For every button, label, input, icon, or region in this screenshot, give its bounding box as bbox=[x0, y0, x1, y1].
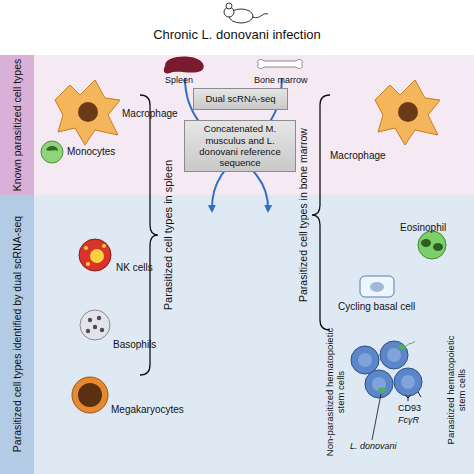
cell-label: Eosinophil bbox=[400, 222, 446, 234]
group-label: Parasitized cell types in bone marrow bbox=[295, 100, 311, 330]
cell-granule bbox=[86, 262, 90, 266]
cell-nucleus bbox=[387, 348, 401, 362]
stem-cell bbox=[394, 368, 422, 396]
parasite bbox=[378, 388, 386, 393]
cell-label: NK cells bbox=[116, 262, 153, 274]
cell-label: Cycling basal cell bbox=[338, 301, 415, 313]
cell-nucleus bbox=[370, 282, 384, 292]
process-box: Dual scRNA-seq bbox=[193, 88, 288, 110]
megakaryocyte-cell bbox=[72, 377, 108, 413]
cell-granule bbox=[93, 325, 97, 329]
cell-nucleus bbox=[46, 146, 58, 151]
cell-label: Basophils bbox=[113, 339, 156, 351]
mouse-ear bbox=[226, 3, 232, 9]
cell-granule bbox=[86, 329, 90, 333]
cell-label: Macrophage bbox=[122, 108, 178, 120]
process-box: Concatenated M. musculus and L. donovani… bbox=[184, 120, 296, 172]
mouse-tail bbox=[253, 14, 268, 18]
cell-nucleus bbox=[358, 353, 372, 367]
bracket bbox=[140, 95, 158, 375]
cell-nucleus bbox=[433, 243, 443, 251]
parasite-label: L. donovani bbox=[350, 441, 397, 452]
band-heading: Known parasitized cell types bbox=[1, 58, 33, 192]
diagram-title: Chronic L. donovani infection bbox=[0, 27, 474, 42]
monocyte-cell bbox=[41, 141, 63, 163]
cell-granule bbox=[90, 249, 104, 263]
organ-label: Spleen bbox=[165, 75, 193, 86]
receptor-symbol bbox=[418, 392, 421, 397]
cell-nucleus bbox=[78, 383, 102, 407]
nk-cell bbox=[79, 239, 111, 271]
stem-cell bbox=[380, 341, 408, 369]
group-label: Non-parasitized hematopoietic stem cells bbox=[323, 327, 349, 457]
cell-nucleus bbox=[401, 375, 415, 389]
basal-cell bbox=[360, 276, 394, 297]
stem-cell bbox=[351, 346, 379, 374]
bracket bbox=[312, 95, 330, 330]
bone-organ bbox=[258, 59, 303, 68]
marker-label: CD93 bbox=[398, 403, 421, 414]
group-label: Parasitized hematopoietic stem cells bbox=[444, 325, 470, 455]
cell-nucleus bbox=[78, 102, 98, 122]
organ-label: Bone marrow bbox=[254, 75, 308, 86]
eosinophil-cell bbox=[418, 231, 446, 259]
box-text: Dual scRNA-seq bbox=[205, 93, 275, 104]
cell-granule bbox=[97, 316, 101, 320]
section-band: Parasitized cell types identified by dua… bbox=[0, 195, 474, 474]
parasite bbox=[398, 345, 406, 350]
flow-arrow bbox=[185, 78, 268, 210]
cell-label: Macrophage bbox=[330, 150, 386, 162]
flow-arrow bbox=[212, 78, 282, 210]
parasite-flagellum bbox=[406, 341, 415, 346]
leader-line bbox=[372, 394, 381, 440]
box-text: Concatenated M. musculus and L. donovani… bbox=[188, 123, 292, 169]
cell-granule bbox=[102, 244, 106, 248]
cell-nucleus bbox=[421, 239, 431, 247]
group-label: Parasitized cell types in spleen bbox=[160, 135, 176, 335]
band-heading: Parasitized cell types identified by dua… bbox=[1, 199, 33, 469]
cell-granule bbox=[88, 318, 92, 322]
basophil-cell bbox=[80, 310, 110, 340]
receptor-symbol bbox=[405, 395, 411, 401]
spleen-organ bbox=[164, 57, 204, 74]
cell-label: Megakaryocytes bbox=[111, 404, 184, 416]
cell-nucleus bbox=[398, 102, 418, 122]
cell-granule bbox=[84, 246, 88, 250]
macrophage-cell bbox=[375, 80, 440, 145]
marker-label: FcγR bbox=[398, 415, 419, 426]
cell-label: Monocytes bbox=[67, 146, 115, 158]
macrophage-cell bbox=[55, 80, 120, 145]
cell-granule bbox=[100, 328, 104, 332]
stem-cell bbox=[365, 370, 393, 398]
